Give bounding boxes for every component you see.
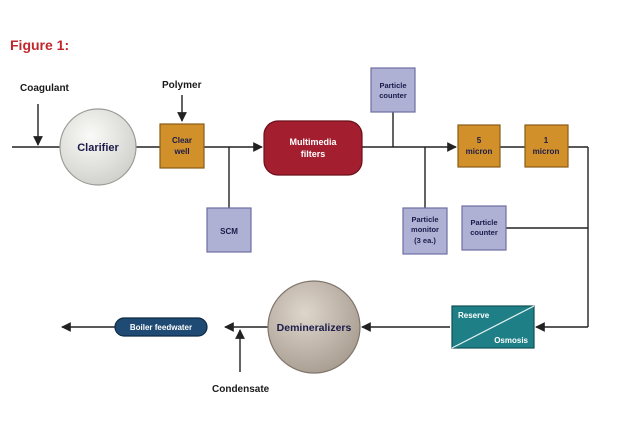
particle-counter-top-node: Particle counter (370, 67, 416, 113)
particle-counter-top-box (370, 67, 416, 113)
scm-box (206, 207, 252, 253)
five-micron-node: 5 micron (457, 124, 501, 168)
clear-well-label-2: well (173, 147, 189, 156)
particle-counter-right-box (461, 205, 507, 251)
boiler-feedwater-label: Boiler feedwater (130, 323, 192, 332)
particle-monitor-node: Particle monitor (3 ea.) (402, 207, 448, 255)
demineralizers-circle (267, 280, 361, 374)
clear-well-label-1: Clear (172, 136, 192, 145)
particle-monitor-label-3: (3 ea.) (414, 236, 436, 245)
particle-monitor-box (402, 207, 448, 255)
one-micron-label-1: 1 (544, 136, 549, 145)
reverse-osmosis-label-2: Osmosis (494, 336, 528, 345)
ro-membrane-diagonal (451, 305, 535, 349)
one-micron-label-2: micron (533, 147, 560, 156)
coagulant-label: Coagulant (20, 83, 70, 94)
boiler-feedwater-node: Boiler feedwater (114, 317, 208, 337)
demineralizers-label: Demineralizers (277, 322, 352, 334)
five-micron-label-1: 5 (477, 136, 482, 145)
demineralizers-node: Demineralizers (267, 280, 361, 374)
particle-counter-right-label-2: counter (470, 228, 498, 237)
particle-counter-right-node: Particle counter (461, 205, 507, 251)
multimedia-filters-node: Multimedia filters (263, 120, 363, 176)
particle-monitor-label-2: monitor (411, 225, 439, 234)
five-micron-box (457, 124, 501, 168)
clarifier-label: Clarifier (77, 142, 119, 154)
multimedia-label-2: filters (301, 149, 326, 159)
particle-monitor-label-1: Particle (411, 215, 438, 224)
clear-well-node: Clear well (159, 123, 205, 169)
five-micron-label-2: micron (466, 147, 493, 156)
scm-node: SCM (206, 207, 252, 253)
clarifier-circle (59, 108, 137, 186)
one-micron-node: 1 micron (524, 124, 569, 168)
particle-counter-top-label-2: counter (379, 91, 407, 100)
condensate-label: Condensate (212, 384, 270, 395)
scm-label: SCM (220, 227, 238, 236)
polymer-label: Polymer (162, 80, 202, 91)
clear-well-box (159, 123, 205, 169)
reverse-osmosis-label-1: Reserve (458, 311, 490, 320)
multimedia-label-1: Multimedia (289, 137, 337, 147)
particle-counter-top-label-1: Particle (379, 81, 406, 90)
clarifier-node: Clarifier (59, 108, 137, 186)
particle-counter-right-label-1: Particle (470, 218, 497, 227)
one-micron-box (524, 124, 569, 168)
reverse-osmosis-node: Reserve Osmosis (451, 305, 535, 349)
boiler-feedwater-pill (114, 317, 208, 337)
figure-label: Figure 1: (10, 37, 69, 53)
multimedia-filters-box (263, 120, 363, 176)
